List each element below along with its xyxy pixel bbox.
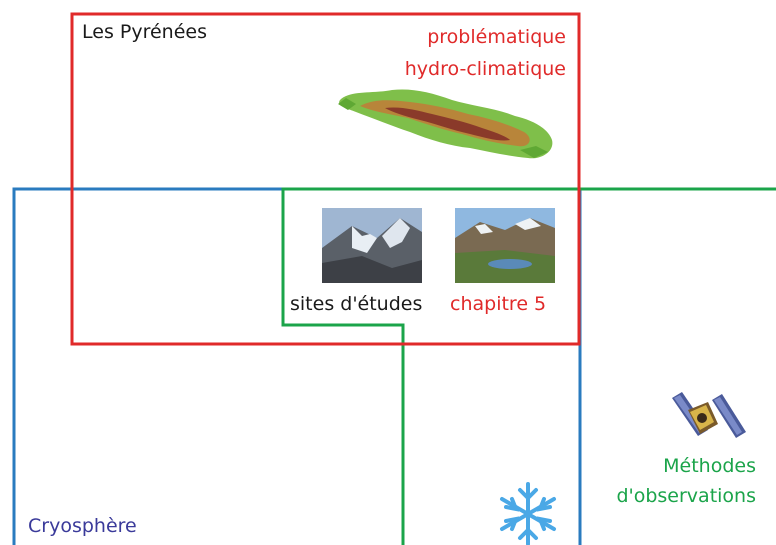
pyrenees-relief-map-icon (338, 89, 553, 159)
methods-line-1: Méthodes (663, 455, 756, 477)
mountain-valley-photo-icon (455, 208, 555, 283)
glacier-mountain-photo-icon (322, 208, 422, 283)
snowflake-icon (500, 482, 556, 545)
pyrenees-boundary (70, 12, 581, 346)
methods-boundary (281, 187, 776, 545)
topic-line-1: problématique (427, 26, 566, 48)
sites-label: sites d'études (290, 293, 423, 315)
cryosphere-label: Cryosphère (28, 515, 137, 537)
methods-line-2: d'observations (616, 485, 756, 507)
chapter-label: chapitre 5 (450, 293, 547, 315)
pyrenees-title: Les Pyrénées (82, 21, 207, 43)
satellite-icon (672, 392, 746, 438)
topic-line-2: hydro-climatique (404, 58, 566, 80)
